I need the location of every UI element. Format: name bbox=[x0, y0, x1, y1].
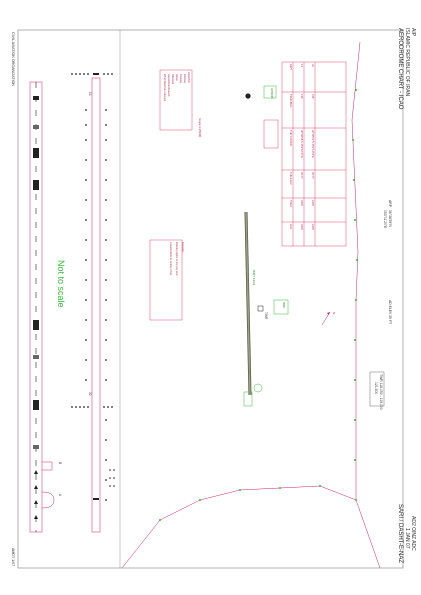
taxiway-a-label: A bbox=[58, 494, 62, 497]
remarks-heading: Remarks bbox=[181, 242, 184, 253]
aerodrome-name: SARI / DASHT-E-NAZ bbox=[397, 504, 403, 564]
ad-page: 1 JAN 07 bbox=[404, 528, 410, 549]
runway-table bbox=[281, 61, 347, 247]
beacon-icon bbox=[245, 93, 251, 99]
legend-item-taxiway: Taxiway bbox=[179, 74, 182, 84]
approach-lights-bottom bbox=[71, 406, 115, 500]
legend-item-wdi: Wind Direction Indicator bbox=[163, 74, 166, 102]
country-label: ISLAMIC REPUBLIC OF IRAN bbox=[404, 28, 410, 97]
lighting-diagram bbox=[29, 73, 115, 533]
taxiway-a-connector bbox=[41, 491, 55, 509]
twr-label: TWR bbox=[264, 312, 268, 320]
apron-box bbox=[263, 85, 277, 99]
approach-strip-right bbox=[91, 77, 101, 533]
ad-elev: AD ELEV 35 FT bbox=[388, 300, 392, 325]
rwy-table-r1c4: 2300 bbox=[300, 200, 303, 206]
holding-area bbox=[253, 383, 263, 393]
rwy-table-h0: RWY bbox=[289, 64, 292, 71]
ad-ref: AD2 OINZ ADC bbox=[410, 516, 416, 551]
arp-lon: 053°11'20"E bbox=[383, 210, 387, 229]
wdi-label: WDI bbox=[282, 302, 286, 308]
remarks-line1: Warning lights at the rwy end bbox=[175, 242, 178, 276]
chart-title: AERODROME CHART - ICAO bbox=[397, 28, 403, 110]
rwy-table-r2c1: 316° bbox=[311, 94, 314, 100]
chart-frame bbox=[17, 29, 404, 569]
rwy-table-h4: TORA bbox=[289, 200, 292, 208]
scale-box bbox=[263, 119, 279, 149]
rwy-table-r1c1: 136° bbox=[300, 94, 303, 100]
rwy-table-r2c3: 30 FT bbox=[311, 172, 314, 179]
rwy-table-r1c2: 36°38'58"N 053°10'47"E bbox=[300, 130, 303, 158]
wdi-box bbox=[273, 299, 289, 315]
freq-line1: TWR 118.050 - 119.000 bbox=[379, 374, 383, 410]
edge-lights bbox=[85, 109, 107, 501]
marking-bar bbox=[33, 125, 39, 129]
legend-item-runway: Runway bbox=[183, 74, 186, 84]
freq-line2: 121.500 bbox=[374, 382, 378, 395]
threshold-32-label: 32 bbox=[88, 392, 92, 396]
runway-centreline bbox=[245, 211, 251, 396]
taxiway-b-connector bbox=[42, 461, 53, 471]
rwy-table-h3: THR ELEV bbox=[289, 172, 292, 185]
boundary-line bbox=[121, 41, 381, 569]
marking-block bbox=[33, 180, 39, 190]
arp-lat: 36°38'39"N bbox=[388, 210, 392, 227]
rwy-table-h1: TRUE BRG bbox=[289, 94, 292, 108]
apron bbox=[243, 391, 253, 407]
marking-bar bbox=[33, 355, 39, 359]
rwy-table-r1c3: 35 FT bbox=[300, 172, 303, 179]
scale-label: Scale 1:25000 bbox=[198, 118, 202, 138]
legend-box bbox=[159, 69, 193, 131]
north-arrow-head-icon bbox=[327, 312, 330, 315]
rwy-table-r2c0: 32 bbox=[311, 64, 314, 67]
marking-block bbox=[33, 320, 39, 330]
freq-box bbox=[369, 371, 385, 407]
marking-block bbox=[33, 400, 39, 410]
rwy-table-r2c4: 2300 bbox=[311, 200, 314, 206]
rwy-table-r1c0: 14 bbox=[300, 64, 303, 67]
rwy-table-r1c5: 2300 bbox=[300, 224, 303, 230]
legend-item-beacon: Aerodrome Beacon bbox=[167, 74, 170, 97]
apron-label: APRON bbox=[270, 88, 274, 99]
marking-bar bbox=[33, 445, 39, 449]
marking-block bbox=[33, 148, 39, 158]
taxiway-b-label: B bbox=[58, 462, 62, 465]
footer-amdt: AMDT 1/07 bbox=[11, 548, 15, 567]
aip-label: AIP bbox=[410, 28, 416, 37]
runway-14-32 bbox=[243, 211, 264, 407]
arp-label: ARP bbox=[388, 200, 392, 207]
legend-item-obstacle: Obstacle bbox=[171, 74, 174, 85]
threshold-14-label: 14 bbox=[88, 92, 92, 96]
rwy-table-r2c5: 2300 bbox=[311, 224, 314, 230]
rwy-table-h5: LDA bbox=[289, 224, 292, 230]
rwy-table-r2c2: 36°38'21"N 053°11'54"E bbox=[311, 130, 314, 158]
boundary-markers bbox=[159, 89, 358, 521]
remarks-line2: Caution birds in vicinity of ad bbox=[169, 242, 172, 276]
rwy-table-h2: THR COORD bbox=[289, 130, 292, 146]
footer-org: CIVIL AVIATION ORGANIZATION bbox=[11, 32, 15, 86]
legend-heading: LEGEND bbox=[187, 72, 190, 83]
north-label: N bbox=[332, 312, 336, 315]
approach-lights-top bbox=[71, 73, 113, 75]
remarks-box bbox=[149, 239, 183, 321]
threshold-bar bbox=[33, 96, 39, 100]
legend-item-apron: Apron bbox=[175, 74, 178, 81]
twr-icon bbox=[257, 305, 264, 312]
not-to-scale-note: Not to scale bbox=[56, 260, 66, 308]
runway-label: RWY 14/32 bbox=[252, 270, 256, 286]
